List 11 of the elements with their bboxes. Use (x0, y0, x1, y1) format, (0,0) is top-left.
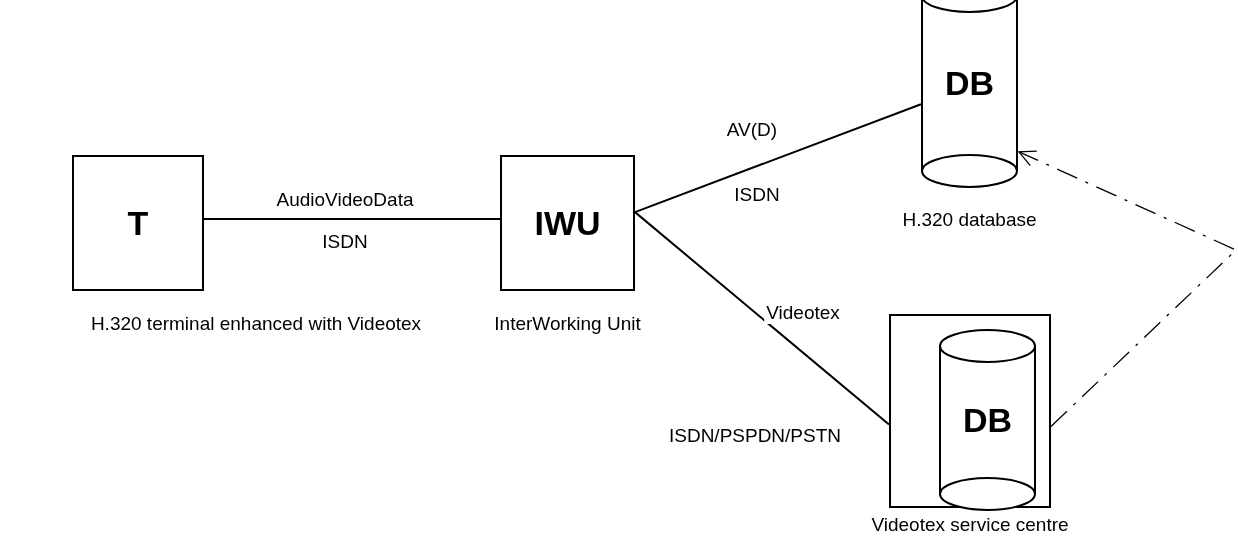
node-label: DB (962, 400, 1013, 440)
node-label: IWU (534, 203, 601, 243)
node-label: DB (944, 64, 995, 103)
node-caption: H.320 database (902, 209, 1037, 231)
connector-line (634, 211, 890, 426)
node-caption: H.320 terminal enhanced with Videotex (90, 313, 422, 335)
node-label: T (127, 203, 149, 243)
node-caption: InterWorking Unit (494, 313, 641, 335)
connector-line (203, 217, 501, 220)
connector-line (634, 103, 922, 214)
node-caption: Videotex service centre (871, 514, 1069, 536)
